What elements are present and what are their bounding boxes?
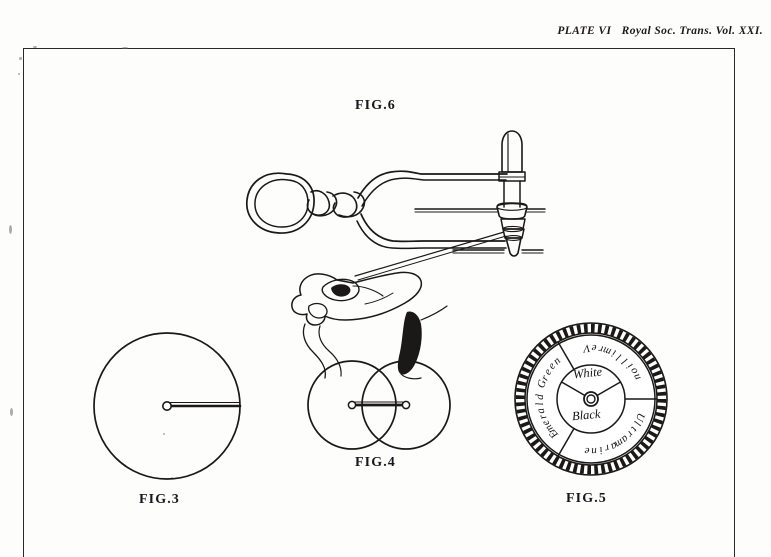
- plate-header: PLATE VI Royal Soc. Trans. Vol. XXI.: [557, 25, 763, 37]
- scan-speck: [33, 46, 37, 48]
- scan-speck: [122, 47, 128, 49]
- fig4-drawing: [305, 355, 451, 465]
- fig6-drawing: [225, 120, 546, 380]
- fig5-drawing: [512, 320, 670, 478]
- plate-label: PLATE VI: [557, 25, 612, 37]
- scan-speck: [10, 408, 13, 416]
- fig4-caption: FIG.4: [355, 455, 396, 470]
- plate-frame: [23, 48, 735, 557]
- scan-speck: [18, 73, 20, 75]
- fig6-caption: FIG.6: [355, 98, 396, 113]
- fig3-caption: FIG.3: [139, 492, 180, 507]
- fig3-drawing: [90, 330, 250, 490]
- fig5-caption: FIG.5: [566, 491, 607, 506]
- scan-speck: [9, 225, 12, 234]
- wheel-inner-dividers: [560, 381, 622, 397]
- journal-reference: Royal Soc. Trans. Vol. XXI.: [621, 25, 763, 37]
- wheel-outer-dividers: [557, 341, 658, 457]
- wheel-serrated-rim: [515, 323, 667, 475]
- scan-speck: [19, 57, 22, 60]
